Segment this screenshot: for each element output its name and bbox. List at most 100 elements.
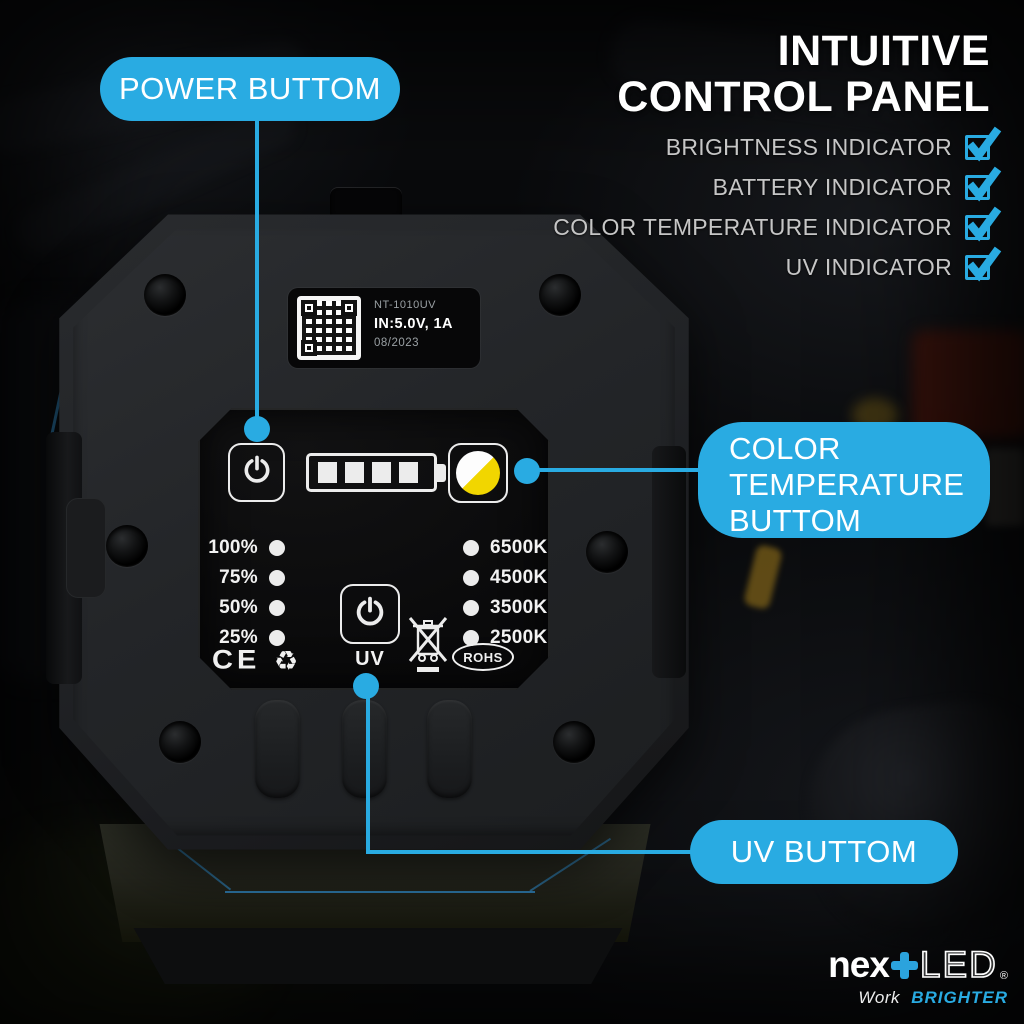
brand-name-bold: nex xyxy=(828,944,890,985)
color-temp-led-dot xyxy=(463,600,479,616)
brightness-led-dot xyxy=(269,540,285,556)
power-button xyxy=(228,443,285,502)
uv-callout-dot xyxy=(353,673,379,699)
brightness-label: 25% xyxy=(219,627,258,648)
color-temp-led-dot xyxy=(463,540,479,556)
color-temp-label: 3500K xyxy=(490,597,548,618)
uv-label: UV xyxy=(355,648,385,670)
check-icon xyxy=(966,246,1002,282)
feature-row: UV INDICATOR xyxy=(553,246,1002,282)
tagline-bold: BRIGHTER xyxy=(911,988,1008,1007)
manufacture-date: 08/2023 xyxy=(374,337,420,349)
feature-row: COLOR TEMPERATURE INDICATOR xyxy=(553,206,1002,242)
recycle-icon: ♻ xyxy=(274,646,299,676)
checked-checkbox xyxy=(965,126,1002,162)
feature-label: BATTERY INDICATOR xyxy=(712,173,952,200)
feature-label: BRIGHTNESS INDICATOR xyxy=(665,133,952,160)
color-temp-row: 2500K xyxy=(452,623,548,653)
brightness-led-dot xyxy=(269,600,285,616)
feature-row: BRIGHTNESS INDICATOR xyxy=(553,126,1002,162)
brightness-led-dot xyxy=(269,630,285,646)
title-line1: INTUITIVE xyxy=(777,27,990,75)
check-icon xyxy=(966,166,1002,202)
color-temp-callout-line2: TEMPERATURE xyxy=(729,467,965,502)
device-rib xyxy=(255,700,300,798)
brightness-label: 100% xyxy=(208,537,258,558)
brightness-level-row: 100% xyxy=(208,533,285,563)
control-panel: 100% 75% 50% 25% 6500K 4500K 3500K xyxy=(198,408,550,690)
title-line2: CONTROL PANEL xyxy=(617,73,990,121)
qr-finder xyxy=(301,300,317,316)
checked-checkbox xyxy=(965,206,1002,242)
device-foot xyxy=(133,928,623,984)
uv-power-icon xyxy=(353,595,387,634)
feature-label: COLOR TEMPERATURE INDICATOR xyxy=(553,213,952,240)
color-temp-callout-dot xyxy=(514,458,540,484)
brightness-led-dot xyxy=(269,570,285,586)
screw-recess xyxy=(159,721,201,763)
feature-row: BATTERY INDICATOR xyxy=(553,166,1002,202)
color-temp-callout-line3: BUTTOM xyxy=(729,503,862,538)
page-title: INTUITIVE CONTROL PANEL xyxy=(617,28,990,120)
color-temp-row: 6500K xyxy=(452,533,548,563)
uv-button-callout: UV BUTTOM xyxy=(690,820,958,884)
uv-callout-line-vertical xyxy=(366,687,370,854)
power-button-callout: POWER BUTTOM xyxy=(100,57,400,121)
plus-icon xyxy=(890,951,918,979)
brightness-label: 75% xyxy=(219,567,258,588)
weee-icon xyxy=(408,611,448,680)
screw-recess xyxy=(539,274,581,316)
device-blue-rim xyxy=(225,891,535,893)
check-icon xyxy=(966,126,1002,162)
color-temp-callout-line1: COLOR xyxy=(729,431,841,466)
brand-logo: nex LED ® Work BRIGHTER xyxy=(788,943,1008,1008)
feature-label: UV INDICATOR xyxy=(785,253,952,280)
color-temp-callout-line xyxy=(529,468,701,472)
handle-bracket-right xyxy=(652,446,686,678)
registered-mark: ® xyxy=(999,970,1008,982)
brand-name-outline: LED xyxy=(919,943,998,986)
device-rib xyxy=(427,700,472,798)
tagline-regular: Work xyxy=(858,988,900,1007)
ce-mark: CE xyxy=(212,645,261,675)
device-rib xyxy=(342,700,387,798)
power-callout-dot xyxy=(244,416,270,442)
background-engine-part xyxy=(986,448,1024,526)
screw-recess xyxy=(106,525,148,567)
screw-recess xyxy=(553,721,595,763)
screw-recess xyxy=(144,274,186,316)
color-temp-led-dot xyxy=(463,630,479,646)
brightness-level-row: 50% xyxy=(208,593,285,623)
handle-bracket-left-tab xyxy=(66,498,106,598)
color-temp-label: 4500K xyxy=(490,567,548,588)
spec-label: NT-1010UV IN:5.0V, 1A 08/2023 xyxy=(288,288,480,368)
color-temperature-callout: COLOR TEMPERATURE BUTTOM xyxy=(698,422,990,538)
uv-button xyxy=(340,584,400,644)
power-callout-line xyxy=(255,120,259,430)
background-dipstick xyxy=(742,543,784,611)
color-temp-label: 6500K xyxy=(490,537,548,558)
qr-finder xyxy=(301,340,317,356)
screw-recess xyxy=(586,531,628,573)
color-temp-row: 3500K xyxy=(452,593,548,623)
uv-callout-line-horizontal xyxy=(366,850,694,854)
qr-finder xyxy=(341,300,357,316)
checked-checkbox xyxy=(965,166,1002,202)
color-temperature-button xyxy=(448,443,508,503)
color-temp-label: 2500K xyxy=(490,627,548,648)
brightness-level-row: 75% xyxy=(208,563,285,593)
color-temp-row: 4500K xyxy=(452,563,548,593)
check-icon xyxy=(966,206,1002,242)
brightness-level-row: 25% xyxy=(208,623,285,653)
rohs-badge: ROHS xyxy=(452,643,514,671)
qr-code xyxy=(297,296,361,360)
color-temp-led-dot xyxy=(463,570,479,586)
power-icon xyxy=(241,454,273,491)
battery-indicator-icon xyxy=(306,453,437,492)
input-rating: IN:5.0V, 1A xyxy=(374,316,453,332)
model-number: NT-1010UV xyxy=(374,299,436,311)
feature-checklist: BRIGHTNESS INDICATOR BATTERY INDICATOR C… xyxy=(553,126,1002,294)
color-temperature-icon xyxy=(456,451,500,495)
brand-tagline: Work BRIGHTER xyxy=(788,988,1008,1008)
